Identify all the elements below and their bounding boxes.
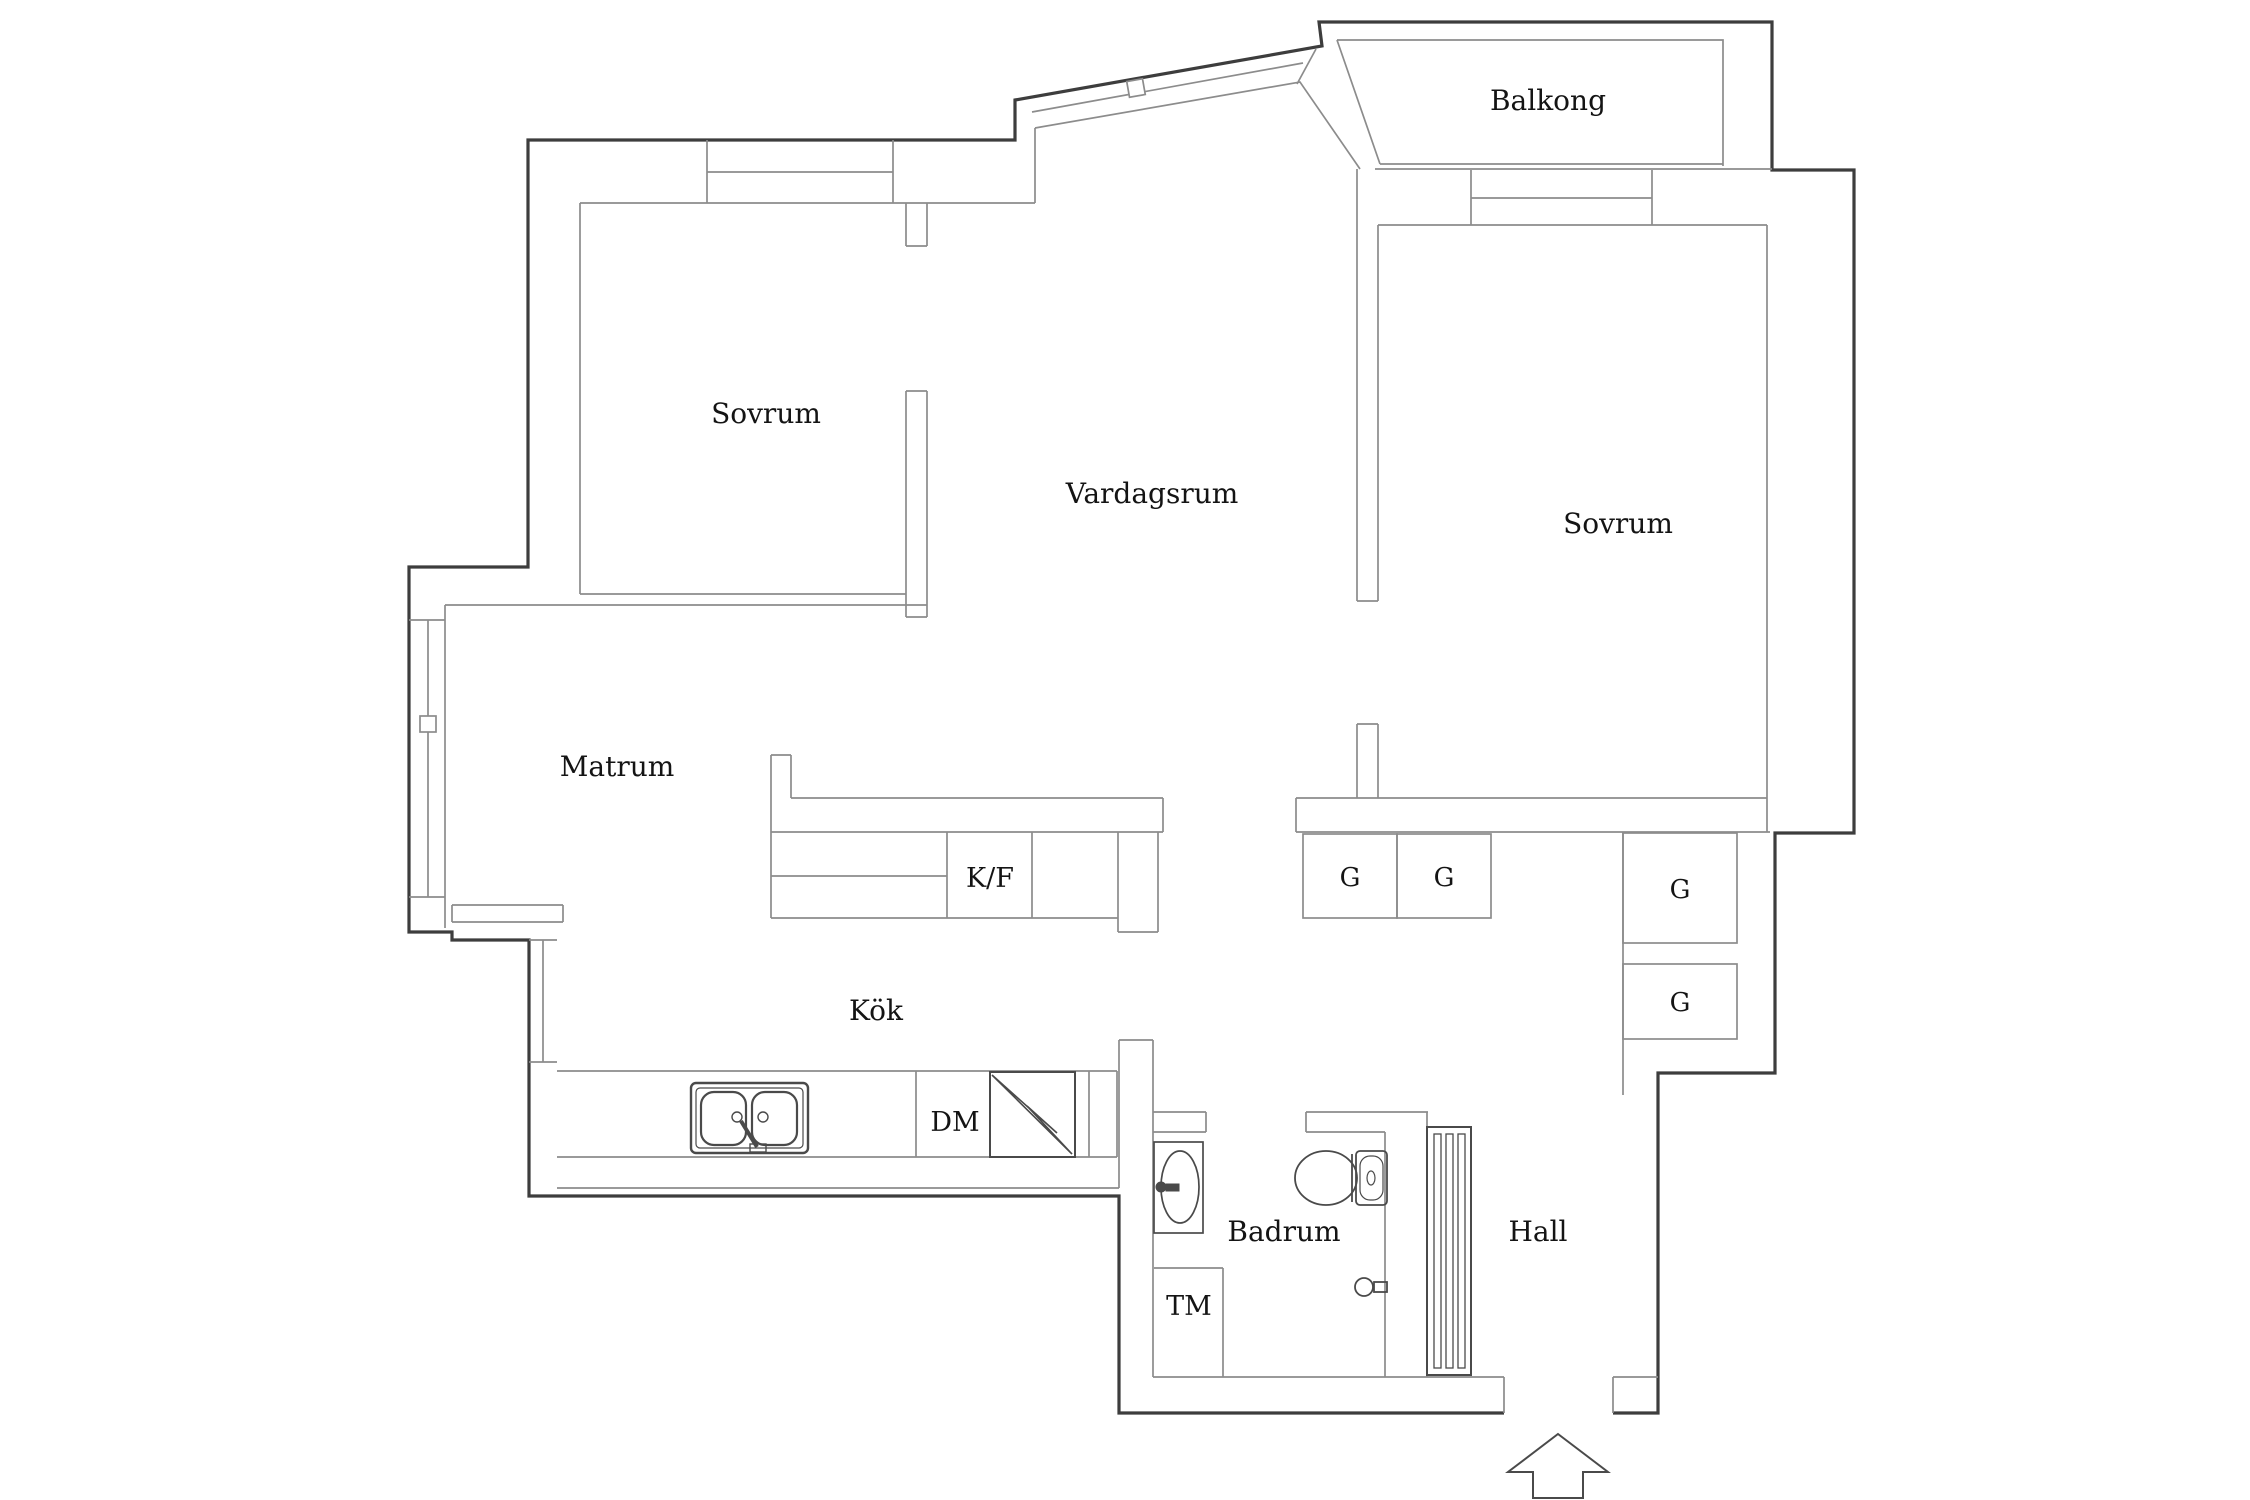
label-hall: Hall — [1508, 1215, 1567, 1248]
wall-kok-counters — [557, 754, 1164, 1189]
label-g4: G — [1670, 988, 1691, 1018]
label-g3: G — [1670, 875, 1691, 905]
washing-machine-icon — [1154, 1267, 1224, 1377]
window-matrum — [409, 619, 445, 898]
window-handle-matrum — [419, 715, 437, 733]
toilet-icon — [1294, 1150, 1388, 1206]
label-tm: TM — [1166, 1291, 1212, 1322]
outer-wall — [407, 20, 1856, 1415]
label-vardagsrum: Vardagsrum — [1065, 477, 1239, 510]
label-balkong: Balkong — [1490, 84, 1606, 117]
window-kok — [529, 939, 557, 1063]
label-sovrum-left: Sovrum — [711, 397, 821, 430]
wall-slanted — [1034, 48, 1361, 170]
label-sovrum-right: Sovrum — [1563, 507, 1673, 540]
label-matrum: Matrum — [560, 750, 675, 783]
label-g2: G — [1434, 863, 1455, 893]
window-handle-slanted — [1125, 77, 1147, 99]
window-sovrum-right — [1470, 170, 1653, 225]
closet-g2 — [1396, 833, 1492, 919]
kitchen-sink-icon — [689, 1081, 810, 1155]
label-kok: Kök — [849, 994, 904, 1027]
door-handle-icon — [1354, 1277, 1388, 1297]
radiator-icon — [1426, 1126, 1472, 1376]
wall-sovrum-right — [1295, 168, 1772, 833]
wall-badrum — [1118, 1039, 1658, 1413]
label-badrum: Badrum — [1227, 1215, 1340, 1248]
washbasin-icon — [1153, 1141, 1204, 1234]
wall-step — [451, 904, 564, 923]
wall-sovrum-left — [445, 128, 1036, 618]
window-slanted — [1031, 62, 1304, 113]
window-sovrum-left — [706, 140, 894, 203]
stove-icon — [989, 1071, 1076, 1158]
label-kf: K/F — [966, 863, 1014, 894]
label-dm: DM — [930, 1107, 979, 1138]
closet-g3 — [1622, 832, 1738, 944]
label-g1: G — [1340, 863, 1361, 893]
entrance-arrow-icon — [1505, 1432, 1611, 1499]
closet-g4 — [1622, 963, 1738, 1040]
wall-balkong — [1336, 39, 1724, 166]
